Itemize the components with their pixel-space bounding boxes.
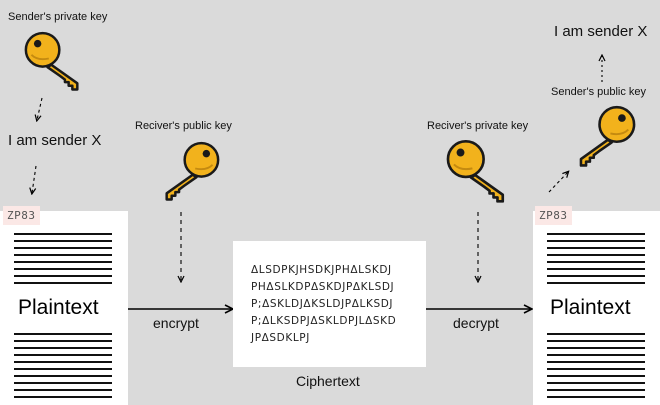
receiver-message: I am sender X [554, 23, 648, 40]
sender-tag: ZP83 [3, 206, 40, 225]
key-to-message-arrow [37, 97, 43, 120]
sender-message: I am sender X [8, 132, 102, 149]
receiver-private-key-label: Reciver's private key [427, 120, 529, 132]
sender-document-rules [14, 233, 112, 398]
receiver-public-key-label: Reciver's public key [135, 120, 232, 132]
sender-private-key-label: Sender's private key [8, 11, 108, 23]
ciphertext-box: ΔLSDΡKJHSDKJΡHΔLSKDJ ΡHΔSLKDΡΔSKDJΡΔKLSD… [233, 241, 426, 367]
decrypt-label: decrypt [453, 315, 499, 331]
sender-public-key-label: Sender's public key [551, 86, 647, 98]
ciphertext-line: ΔLSDΡKJHSDKJΡHΔLSKDJ [251, 264, 392, 276]
ciphertext-line: Ρ;ΔSKLDJΔKSLDJΡΔLKSDJ [251, 298, 394, 310]
ciphertext-line: ΡHΔSLKDΡΔSKDJΡΔKLSDJ [251, 281, 395, 293]
key-icon [579, 105, 636, 167]
key-icon [24, 31, 79, 91]
key-icon [165, 141, 220, 201]
ciphertext-label: Ciphertext [296, 373, 360, 389]
document-to-key-arrow [548, 172, 568, 193]
sender-document-title: Plaintext [16, 296, 101, 320]
key-icon [446, 139, 505, 203]
receiver-tag: ZP83 [535, 206, 572, 225]
message-to-document-arrow [32, 165, 37, 193]
ciphertext-line: JΡΔSDKLΡJ [251, 332, 310, 344]
receiver-document-title: Plaintext [548, 296, 633, 320]
encrypt-label: encrypt [153, 315, 199, 331]
receiver-document-rules [547, 233, 645, 398]
ciphertext-line: Ρ;ΔLKSDΡJΔSKLDΡJLΔSKD [251, 315, 397, 327]
